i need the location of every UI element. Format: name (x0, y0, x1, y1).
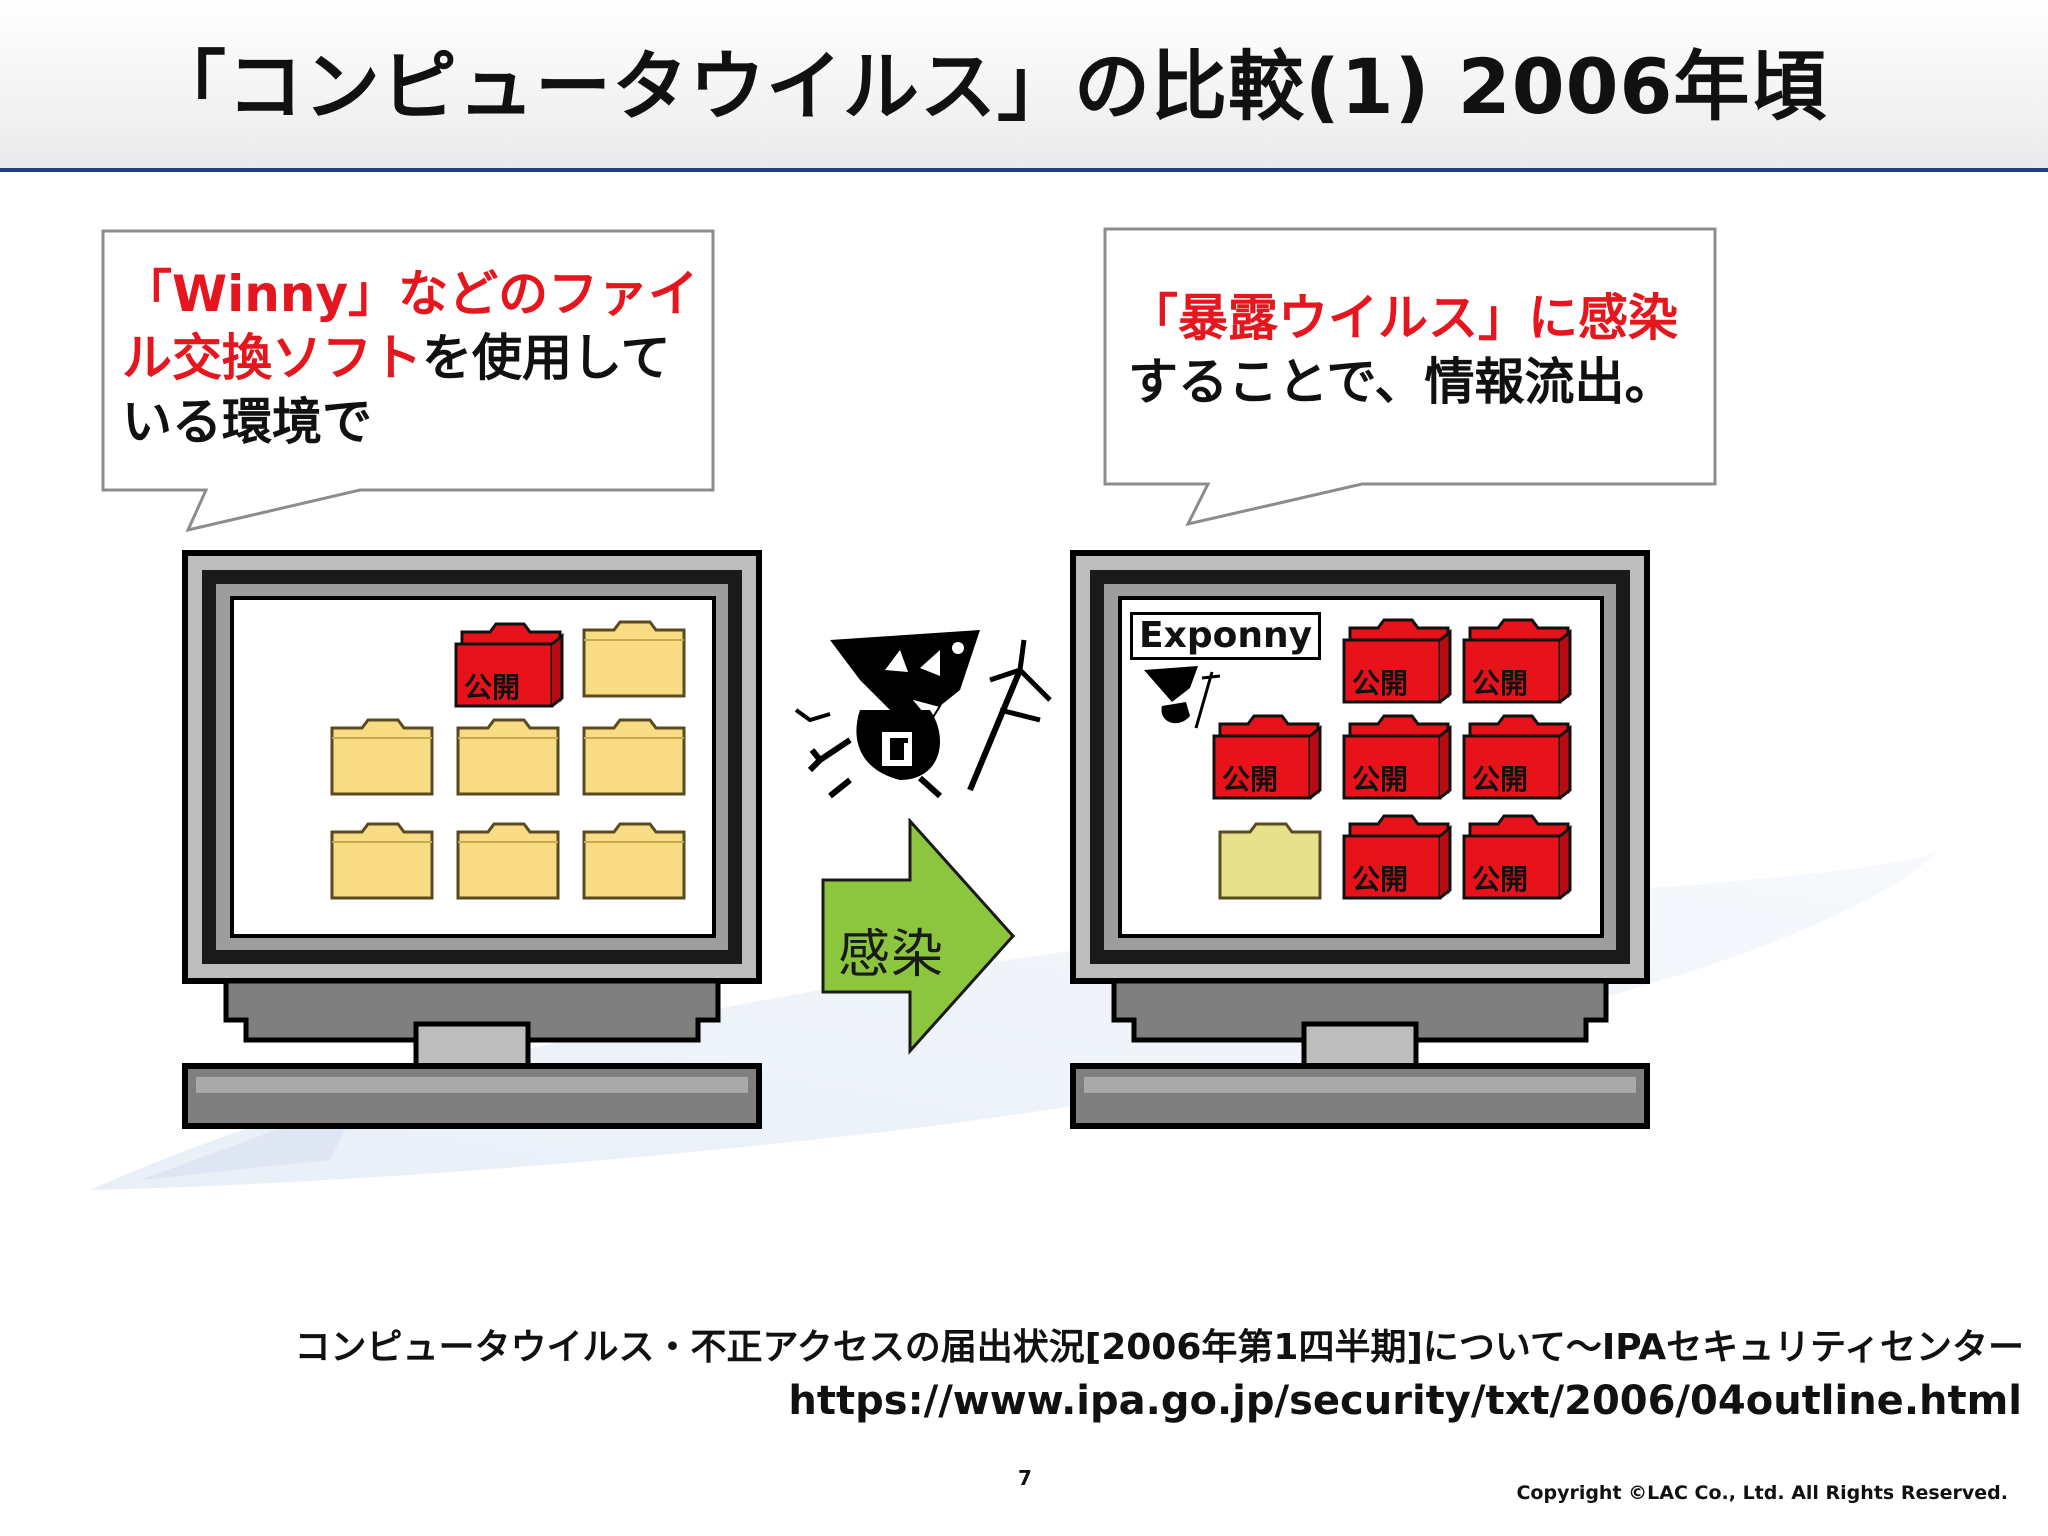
folder-icon (456, 822, 560, 900)
left-desktop-folders: 公開 (232, 598, 714, 936)
left-bubble-line1: 「Winny」などのファイ (122, 265, 699, 323)
folder-icon (456, 718, 560, 796)
slide-title: 「コンピュータウイルス」の比較(1) 2006年頃 (150, 42, 1828, 131)
infection-arrow (821, 818, 1016, 1055)
right-bubble-line1: 「暴露ウイルス」に感染 (1128, 289, 1678, 347)
folder-icon (1218, 822, 1322, 900)
source-citation: コンピュータウイルス・不正アクセスの届出状況[2006年第1四半期]について～I… (294, 1327, 2024, 1368)
right-bubble-text: 「暴露ウイルス」に感染 することで、情報流出。 (1128, 286, 1728, 414)
public-folder-label: 公開 (1472, 863, 1529, 896)
left-bubble-line2-red: ル交換ソフト (122, 329, 422, 387)
left-bubble-line2: を使用して (422, 329, 671, 387)
public-folders-grid: 公開 公開 公開 公開 公開 公開 公開 (1120, 598, 1602, 936)
public-folder-label: 公開 (1352, 863, 1409, 896)
virus-devil-icon (794, 630, 1052, 799)
public-folder-label: 公開 (1472, 763, 1529, 796)
right-bubble-line2: することで、情報流出。 (1128, 353, 1675, 411)
folder-icon (582, 620, 686, 698)
public-folder-label: 公開 (1352, 667, 1409, 700)
folder-icon (582, 718, 686, 796)
folder-icon (582, 822, 686, 900)
public-folder-label: 公開 (1472, 667, 1529, 700)
left-speech-bubble (101, 229, 715, 533)
slide-header (0, 0, 2048, 170)
public-folder-label: 公開 (464, 671, 521, 704)
source-url: https://www.ipa.go.jp/security/txt/2006/… (788, 1378, 2022, 1424)
public-folder-label: 公開 (1222, 763, 1279, 796)
folder-icon (330, 822, 434, 900)
right-speech-bubble (1103, 227, 1717, 527)
page-number: 7 (1018, 1466, 1032, 1490)
copyright-notice: Copyright ©LAC Co., Ltd. All Rights Rese… (1516, 1482, 2008, 1504)
virus-window-label: Exponny (1130, 612, 1322, 660)
public-folder-label: 公開 (1352, 763, 1409, 796)
left-bubble-line3: いる環境で (122, 393, 372, 451)
left-bubble-text: 「Winny」などのファイ ル交換ソフトを使用して いる環境で (122, 262, 722, 454)
right-desktop: Exponny 公開 公開 公開 公開 公開 公開 公開 (1120, 598, 1602, 936)
header-divider (0, 168, 2048, 172)
folder-icon (330, 718, 434, 796)
virus-devil-icon (1144, 666, 1221, 729)
virus-badge-letter (890, 738, 904, 760)
infection-arrow-label: 感染 (838, 925, 945, 985)
